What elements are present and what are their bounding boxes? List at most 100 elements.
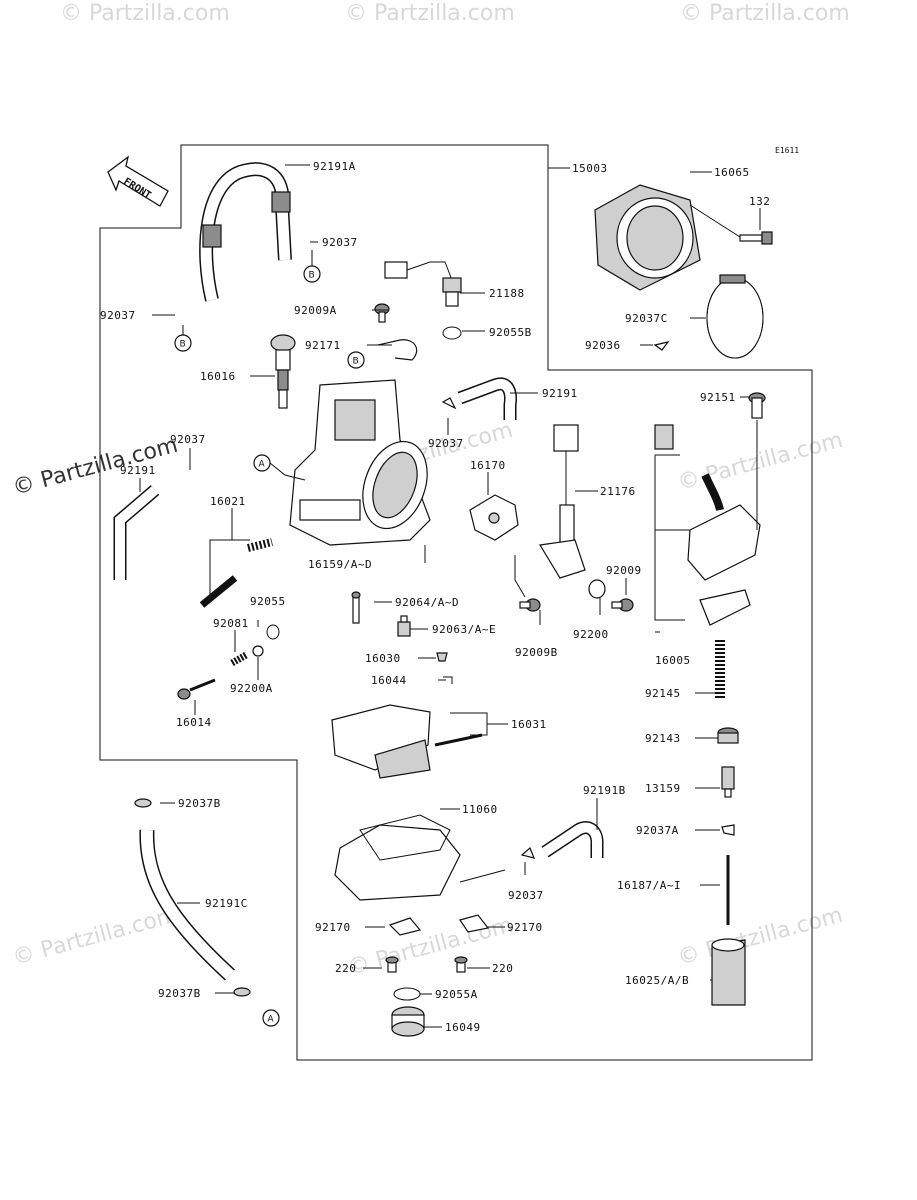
label-132: 132 [749, 195, 770, 208]
label-92055a: 92055A [435, 988, 478, 1001]
washer-92200 [588, 579, 606, 599]
label-16021: 16021 [210, 495, 246, 508]
label-92009a: 92009A [294, 304, 337, 317]
label-92191b: 92191B [583, 784, 626, 797]
svg-text:A: A [259, 460, 266, 470]
oring-92055b [442, 326, 462, 340]
label-92063: 92063/A~E [432, 623, 496, 636]
label-92037-bot: 92037 [508, 889, 544, 902]
label-16065: 16065 [714, 166, 750, 179]
label-16159: 16159/A~D [308, 558, 372, 571]
watermark-lower-right: © Partzilla.com [675, 903, 845, 971]
label-220-right: 220 [492, 962, 513, 975]
callout-b-top: B [303, 265, 321, 283]
label-92064: 92064/A~D [395, 596, 459, 609]
oring-92055a [393, 987, 421, 1001]
part-labels: 92191A 92037 92037 21188 92009A 92055B 9… [100, 160, 770, 1034]
label-13159: 13159 [645, 782, 681, 795]
label-16014: 16014 [176, 716, 212, 729]
screw-92151 [748, 392, 766, 419]
hose-92191-left [113, 485, 160, 580]
clip-92037a [721, 824, 735, 836]
label-92191-top: 92191 [542, 387, 578, 400]
bracket-92170-left [388, 917, 422, 936]
label-92200a: 92200A [230, 682, 273, 695]
svg-text:B: B [309, 271, 315, 281]
label-92037-left: 92037 [100, 309, 136, 322]
washer-92200a [252, 645, 264, 657]
hose-92191c [139, 829, 236, 981]
label-92191-left: 92191 [120, 464, 156, 477]
label-92191a: 92191A [313, 160, 356, 173]
clip-92037-bot [520, 846, 535, 859]
clamp-92171 [377, 339, 418, 361]
callout-a-left: A [253, 454, 271, 472]
screw-92009b [519, 598, 541, 612]
label-92037b-bot: 92037B [158, 987, 201, 1000]
label-16025: 16025/A/B [625, 974, 689, 987]
label-92081: 92081 [213, 617, 249, 630]
label-92009b: 92009B [515, 646, 558, 659]
label-92037-left2: 92037 [170, 433, 206, 446]
watermark-top-left: © Partzilla.com [60, 1, 230, 26]
diagram-code: E1611 [775, 146, 799, 155]
label-92143: 92143 [645, 732, 681, 745]
callout-a-bottom: A [262, 1009, 280, 1027]
carburetor-body [289, 379, 431, 546]
jet-92064 [351, 591, 361, 624]
label-16049: 16049 [445, 1021, 481, 1034]
oring-92055 [266, 624, 280, 640]
label-92037-mid: 92037 [428, 437, 464, 450]
spring-92081 [230, 651, 248, 667]
label-21188: 21188 [489, 287, 525, 300]
watermark-right: © Partzilla.com [675, 428, 845, 496]
svg-text:B: B [180, 340, 186, 350]
label-92151: 92151 [700, 391, 736, 404]
screw-92009a [374, 303, 390, 323]
label-92037b-top: 92037B [178, 797, 221, 810]
intake-15003 [594, 184, 701, 291]
throttle-valve-16025 [711, 938, 746, 1006]
holder-13159 [721, 766, 735, 798]
sensor-21188 [384, 261, 462, 307]
watermark-lower-left: © Partzilla.com [10, 903, 180, 971]
label-16187: 16187/A~I [617, 879, 681, 892]
label-21176: 21176 [600, 485, 636, 498]
label-92170-left: 92170 [315, 921, 351, 934]
label-92036: 92036 [585, 339, 621, 352]
valve-16030 [436, 652, 448, 662]
label-92145: 92145 [645, 687, 681, 700]
label-15003: 15003 [572, 162, 608, 175]
label-92055b: 92055B [489, 326, 532, 339]
hose-92191b [541, 821, 604, 858]
clamp-92037c [706, 274, 764, 359]
screw-16014 [177, 678, 216, 700]
screw-16021 [199, 538, 273, 608]
assembly-frame [99, 144, 813, 1061]
bracket-92170-right [459, 914, 490, 933]
label-16170: 16170 [470, 459, 506, 472]
watermark-top-mid: © Partzilla.com [345, 1, 515, 26]
callout-b-mid: B [347, 351, 365, 369]
label-11060: 11060 [462, 803, 498, 816]
hose-92191-top [457, 377, 517, 420]
sensor-16170 [469, 494, 519, 541]
label-16044: 16044 [371, 674, 407, 687]
clip-92036 [653, 341, 670, 351]
label-92170-right: 92170 [507, 921, 543, 934]
label-16030: 16030 [365, 652, 401, 665]
svg-text:B: B [353, 357, 359, 367]
cap-16005 [654, 424, 761, 626]
label-92055: 92055 [250, 595, 286, 608]
clip-16044 [443, 676, 453, 684]
label-92191c: 92191C [205, 897, 248, 910]
label-92037a: 92037A [636, 824, 679, 837]
label-92037c: 92037C [625, 312, 668, 325]
screw-92009 [611, 598, 634, 612]
label-92037-top: 92037 [322, 236, 358, 249]
bolt-132 [739, 231, 773, 245]
callout-b-left: B [174, 334, 192, 352]
jet-92063 [397, 615, 411, 637]
float-bowl-11060 [334, 814, 461, 901]
